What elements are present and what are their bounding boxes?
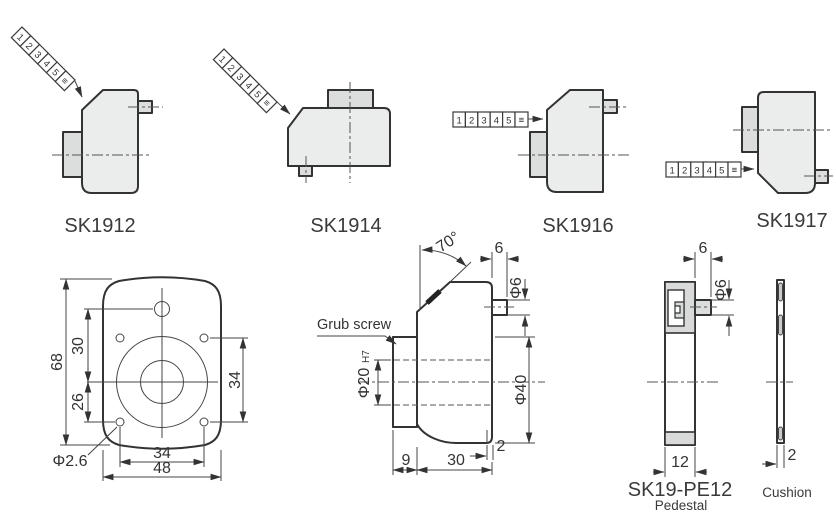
section-bore-hidden-lines: [394, 359, 490, 406]
sk1914-body: [287, 107, 391, 167]
section-view: 70° 6 Φ6 Φ40 Φ20 H7 Grub screw 2 9: [317, 229, 545, 475]
dim-cushion-thickness: 2: [788, 447, 797, 464]
dim-30: 30: [70, 337, 87, 355]
grub-screw-note: Grub screw: [317, 317, 392, 333]
dim-34-vertical: 34: [227, 371, 244, 389]
pedestal-label: SK19-PE12: [628, 479, 733, 501]
pedestal-sublabel: Pedestal: [655, 498, 708, 513]
dim-pedestal-width: 12: [671, 454, 689, 471]
cushion-pad: [778, 282, 783, 302]
dim-hole-dia: Φ2.6: [52, 453, 87, 470]
dim-stub-dia: Φ6: [508, 277, 525, 299]
sk1916-label: SK1916: [542, 215, 613, 237]
cushion-label: Cushion: [762, 485, 812, 500]
dim-bore: Φ20: [356, 368, 373, 399]
sk1912-body: [81, 89, 139, 194]
front-corner-hole: [199, 333, 209, 343]
dim-pedestal-stub-dia: Φ6: [713, 279, 730, 301]
dim-26: 26: [70, 393, 87, 411]
sk1914-scale-arrow: [276, 101, 291, 115]
dim-pedestal-stub-len: 6: [699, 240, 708, 257]
cushion-body: [776, 279, 785, 444]
sk1914-label: SK1914: [310, 215, 381, 237]
dim-68: 68: [49, 353, 66, 371]
front-corner-hole: [115, 333, 125, 343]
dim-lip: 2: [497, 438, 506, 455]
cushion-pad: [778, 426, 783, 441]
section-body-outline: [416, 281, 493, 444]
front-corner-hole: [115, 417, 125, 427]
view-sk1917: SK1917: [665, 91, 833, 232]
dim-70-arc: [421, 246, 467, 267]
sk1912-scale-arrow: [74, 80, 83, 98]
dim-stub-len: 6: [495, 240, 504, 257]
dim-48: 48: [153, 460, 171, 477]
cushion-view: 2 Cushion: [762, 279, 812, 500]
sk1917-label: SK1917: [756, 210, 827, 232]
dim-angle: 70°: [433, 229, 463, 256]
view-sk1916: SK1916: [452, 89, 630, 237]
dim-body-dia: Φ40: [513, 375, 530, 406]
dim-bore-tolerance: H7: [361, 350, 372, 363]
dim-body-len: 30: [447, 452, 465, 469]
front-corner-hole: [199, 417, 209, 427]
sk1916-body: [546, 89, 604, 193]
dim-hole-leader: [87, 426, 118, 456]
dim-34-horizontal: 34: [153, 445, 171, 462]
front-centerlines: [87, 288, 218, 438]
grub-screw-leader: [317, 335, 397, 345]
sk1912-label: SK1912: [64, 215, 135, 237]
pedestal-foot: [664, 431, 696, 446]
sk1917-body: [757, 91, 816, 194]
front-view: 68 30 26 34 34 48 Φ2.6: [49, 276, 248, 481]
cushion-pad: [778, 314, 783, 336]
section-chamfer-mark: [425, 289, 442, 305]
pedestal-slot-step: [674, 301, 685, 319]
dim-collar-len: 9: [402, 452, 411, 469]
pedestal-view: 6 Φ6 12 SK19-PE12 Pedestal: [628, 240, 734, 513]
view-sk1914: SK1914: [212, 48, 391, 237]
view-sk1912: SK1912: [10, 26, 163, 237]
